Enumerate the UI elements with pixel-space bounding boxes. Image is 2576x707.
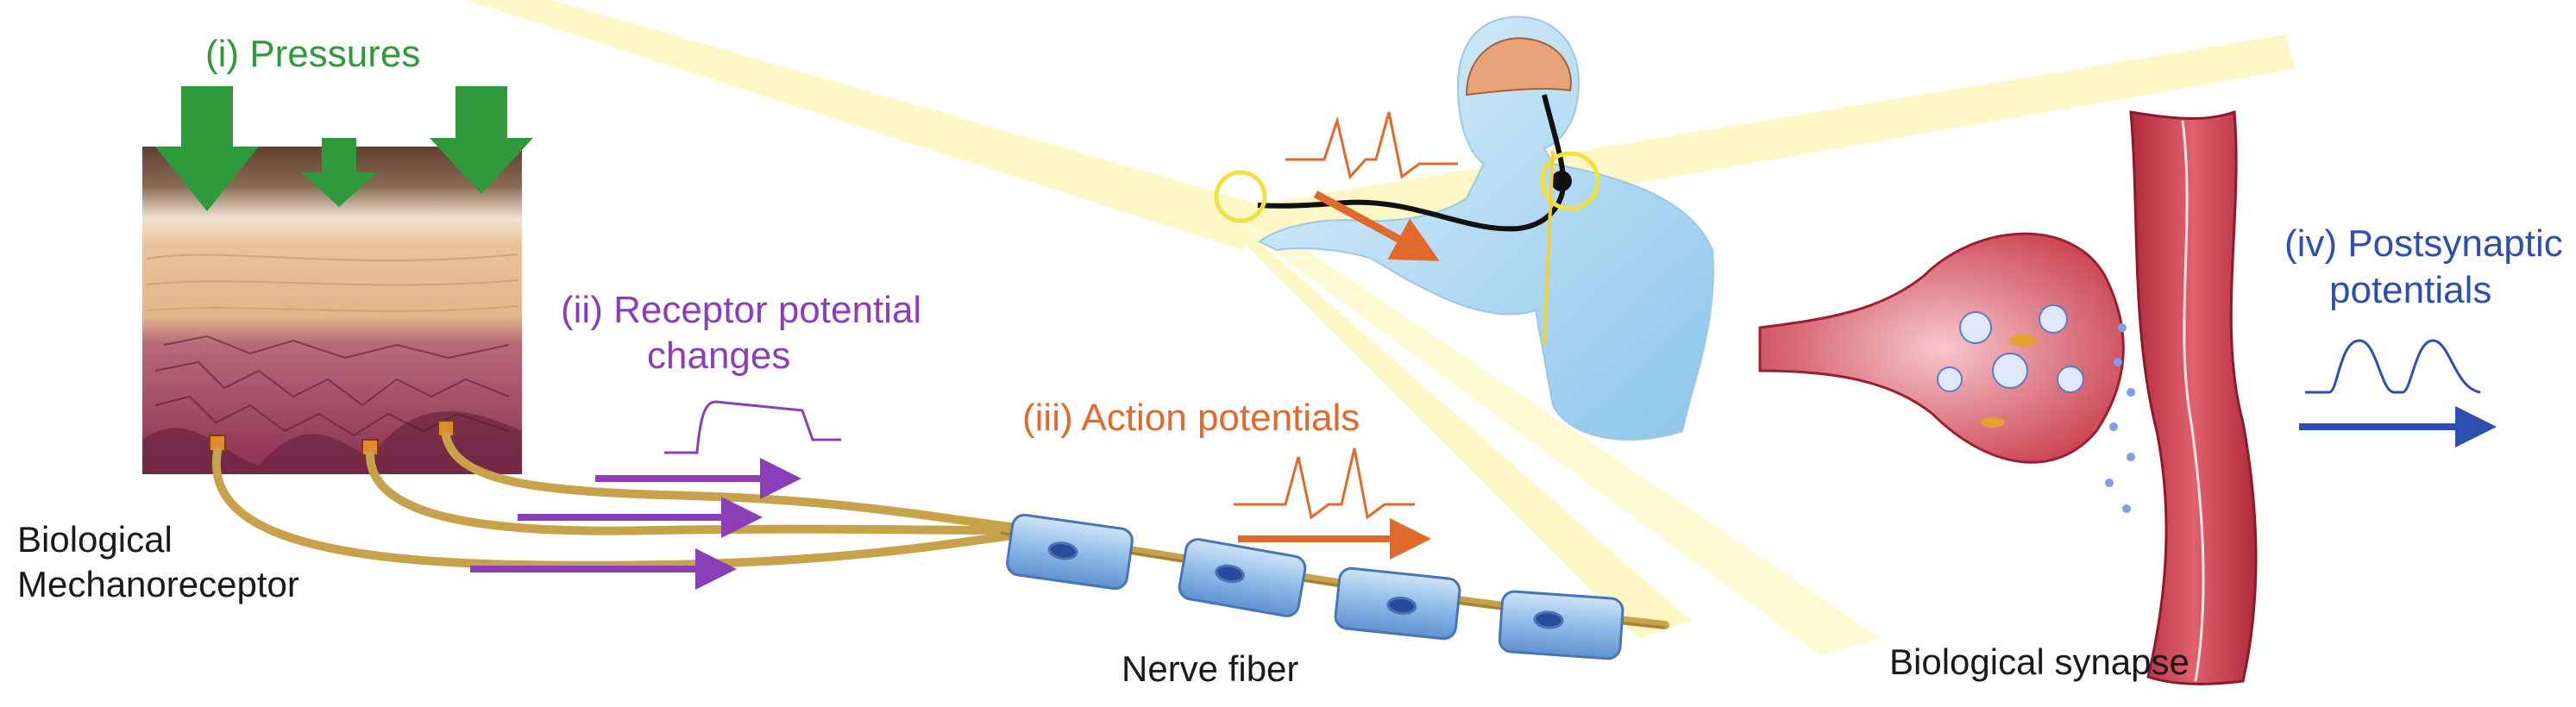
label-action-potentials: (iii) Action potentials: [1022, 397, 1360, 439]
receptor-potential-waveform: [664, 400, 841, 454]
human-body-icon: [1214, 16, 1714, 441]
action-potential-waveform: [1234, 447, 1415, 520]
label-receptor-line2: changes: [647, 335, 791, 377]
right-arrow-icon: [1313, 191, 1440, 261]
label-receptor-line1: (ii) Receptor potential: [561, 289, 922, 331]
label-biological-synapse: Biological synapse: [1889, 641, 2190, 682]
label-nerve-fiber: Nerve fiber: [1122, 648, 1299, 689]
label-postsynaptic-line2: potentials: [2329, 269, 2492, 311]
label-mechanoreceptor-line2: Mechanoreceptor: [17, 564, 299, 604]
down-arrow-icon: [155, 86, 533, 211]
label-pressures: (i) Pressures: [205, 33, 421, 75]
myelin-sheaths: [1006, 513, 1624, 660]
label-postsynaptic-line1: (iv) Postsynaptic: [2284, 222, 2563, 265]
right-arrow-icon: [470, 458, 801, 590]
brain-icon: [1465, 37, 1572, 97]
action-potential-waveform-upper: [1285, 111, 1458, 180]
label-mechanoreceptor-line1: Biological: [17, 519, 173, 560]
postsynaptic-waveform: [2305, 339, 2481, 394]
synapse-illustration: [1758, 109, 2258, 685]
